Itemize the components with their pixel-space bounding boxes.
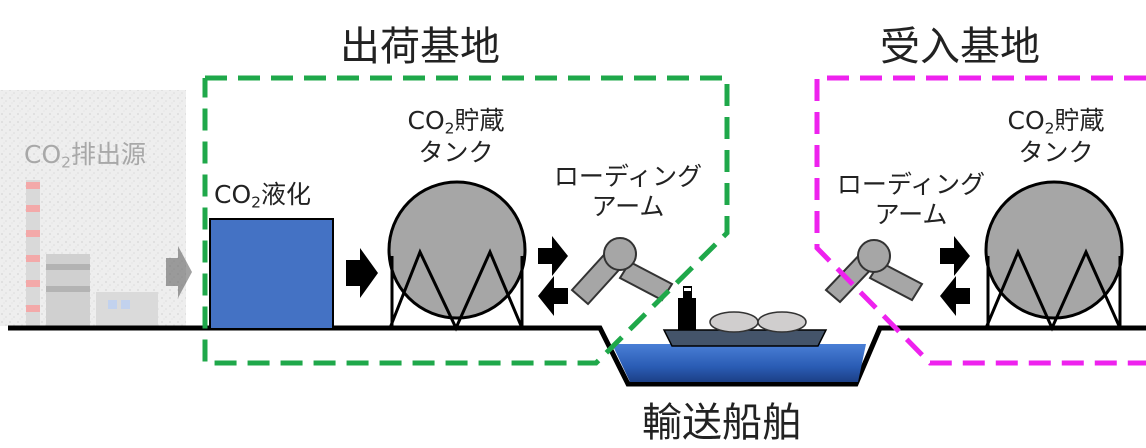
transport-ship — [662, 286, 828, 347]
transfer-arrows-receiving — [940, 236, 970, 316]
flow-arrow-faded — [166, 246, 192, 298]
storage-tank-shipping — [387, 180, 527, 332]
loading-arm-shipping-label: ローディング アーム — [553, 162, 703, 221]
loading-arm-shipping — [570, 237, 674, 306]
transfer-arrows-shipping — [538, 236, 568, 316]
storage-tank-receiving — [984, 180, 1124, 332]
loading-arm-receiving-label: ローディング アーム — [836, 170, 986, 229]
liquefaction-label: CO2液化 — [214, 180, 312, 212]
receiving-base-title: 受入基地 — [880, 24, 1040, 70]
emission-source-label: CO2排出源 — [24, 140, 147, 172]
liquefaction-unit — [209, 218, 334, 330]
storage-tank-receiving-label: CO2貯蔵 タンク — [1007, 106, 1105, 168]
factory-building — [46, 254, 158, 328]
shipping-base-title: 出荷基地 — [340, 24, 500, 70]
flow-arrow — [346, 248, 378, 298]
emission-source-panel — [0, 90, 192, 328]
ground-line — [8, 325, 1146, 387]
water — [612, 344, 866, 382]
transport-vessel-label: 輸送船舶 — [642, 400, 802, 446]
receiving-base-boundary — [814, 75, 1146, 366]
shipping-base-boundary — [202, 75, 730, 366]
chimney — [26, 180, 40, 328]
storage-tank-shipping-label: CO2貯蔵 タンク — [407, 106, 505, 168]
loading-arm-receiving — [824, 239, 924, 304]
